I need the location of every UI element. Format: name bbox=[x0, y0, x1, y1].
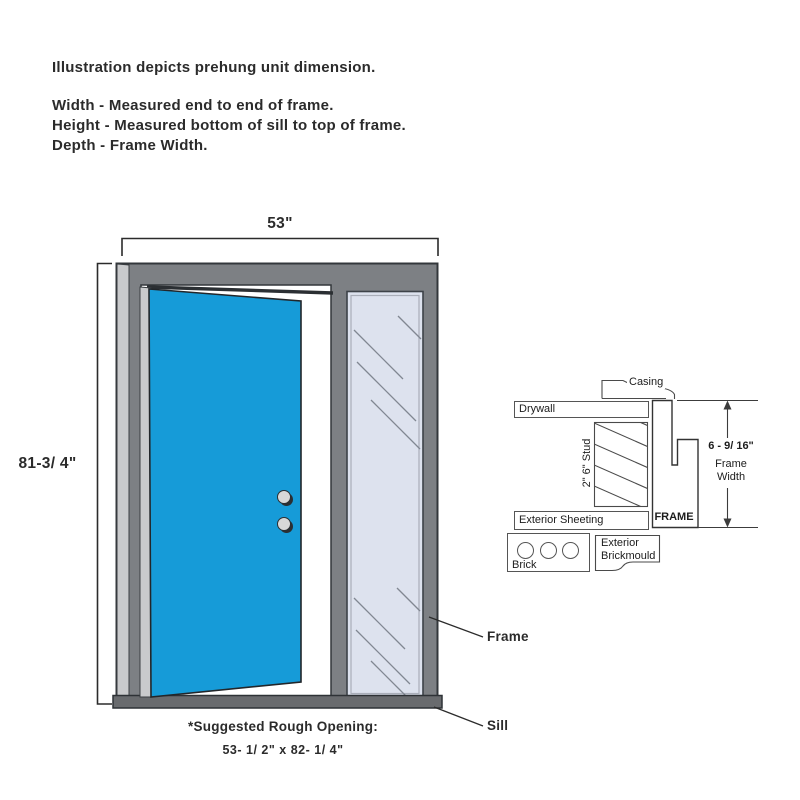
brickmould-profile bbox=[594, 534, 661, 572]
drywall-label: Drywall bbox=[519, 403, 556, 415]
sill-callout-label: Sill bbox=[487, 718, 509, 733]
rough-opening-value: 53- 1/ 2" x 82- 1/ 4" bbox=[222, 743, 344, 757]
brickmould-label-line1: Exterior bbox=[601, 537, 639, 549]
arrow-down-icon bbox=[723, 518, 732, 528]
frame-callout-label: Frame bbox=[487, 629, 529, 644]
door-unit-drawing bbox=[96, 237, 484, 727]
brick-hole-icon bbox=[539, 542, 557, 559]
glass-reflection-lines bbox=[353, 315, 422, 698]
door-top-edge bbox=[146, 285, 334, 295]
brickmould-label-line2: Brickmould bbox=[601, 550, 656, 562]
intro-text-block: Illustration depicts prehung unit dimens… bbox=[52, 58, 406, 156]
height-dimension-bracket bbox=[96, 262, 112, 705]
sill bbox=[112, 694, 443, 709]
depth-definition: Depth - Frame Width. bbox=[52, 137, 208, 154]
height-definition: Height - Measured bottom of sill to top … bbox=[52, 117, 406, 134]
width-dimension-bracket bbox=[121, 237, 439, 256]
deadbolt-knob bbox=[277, 490, 291, 504]
exterior-sheeting-label: Exterior Sheeting bbox=[519, 514, 604, 526]
brick-hole-icon bbox=[562, 542, 580, 559]
frame-profile-label: FRAME bbox=[654, 511, 694, 523]
rough-opening-block: *Suggested Rough Opening: 53- 1/ 2" x 82… bbox=[158, 719, 408, 757]
sill-leader-line bbox=[433, 706, 484, 727]
frame-width-dimension-value: 6 - 9/ 16" bbox=[701, 440, 761, 453]
height-dimension-value: 81-3/ 4" bbox=[18, 455, 77, 472]
exterior-sheeting-label-box: Exterior Sheeting bbox=[514, 511, 649, 530]
brick-hole-icon bbox=[517, 542, 534, 559]
rough-opening-title: *Suggested Rough Opening: bbox=[188, 719, 378, 734]
arrow-up-icon bbox=[723, 400, 732, 410]
stud-section bbox=[593, 421, 649, 508]
brick-label: Brick bbox=[512, 559, 537, 571]
cross-section-drawing bbox=[593, 379, 758, 572]
frame-width-dimension bbox=[677, 399, 758, 529]
stud-hatch bbox=[594, 422, 648, 507]
sidelite-glass bbox=[346, 290, 424, 699]
sidelite-glass-inner-frame bbox=[350, 294, 420, 695]
frame-width-label-line2: Width bbox=[701, 471, 761, 484]
frame-width-label-line1: Frame bbox=[701, 458, 761, 471]
frame-profile bbox=[651, 399, 699, 529]
handle-knob bbox=[277, 517, 291, 531]
drywall-label-box: Drywall bbox=[514, 401, 649, 418]
intro-title: Illustration depicts prehung unit dimens… bbox=[52, 59, 376, 76]
frame-left-edge bbox=[116, 263, 130, 705]
width-dimension-value: 53" bbox=[267, 215, 293, 232]
frame-leader-line bbox=[428, 616, 484, 638]
door-panel bbox=[148, 288, 302, 698]
width-definition: Width - Measured end to end of frame. bbox=[52, 97, 334, 114]
stud-label: 2" 6" Stud bbox=[581, 438, 593, 488]
brick-section-box: Brick bbox=[507, 533, 590, 572]
brick-holes bbox=[517, 542, 582, 562]
casing-label: Casing bbox=[627, 376, 666, 389]
